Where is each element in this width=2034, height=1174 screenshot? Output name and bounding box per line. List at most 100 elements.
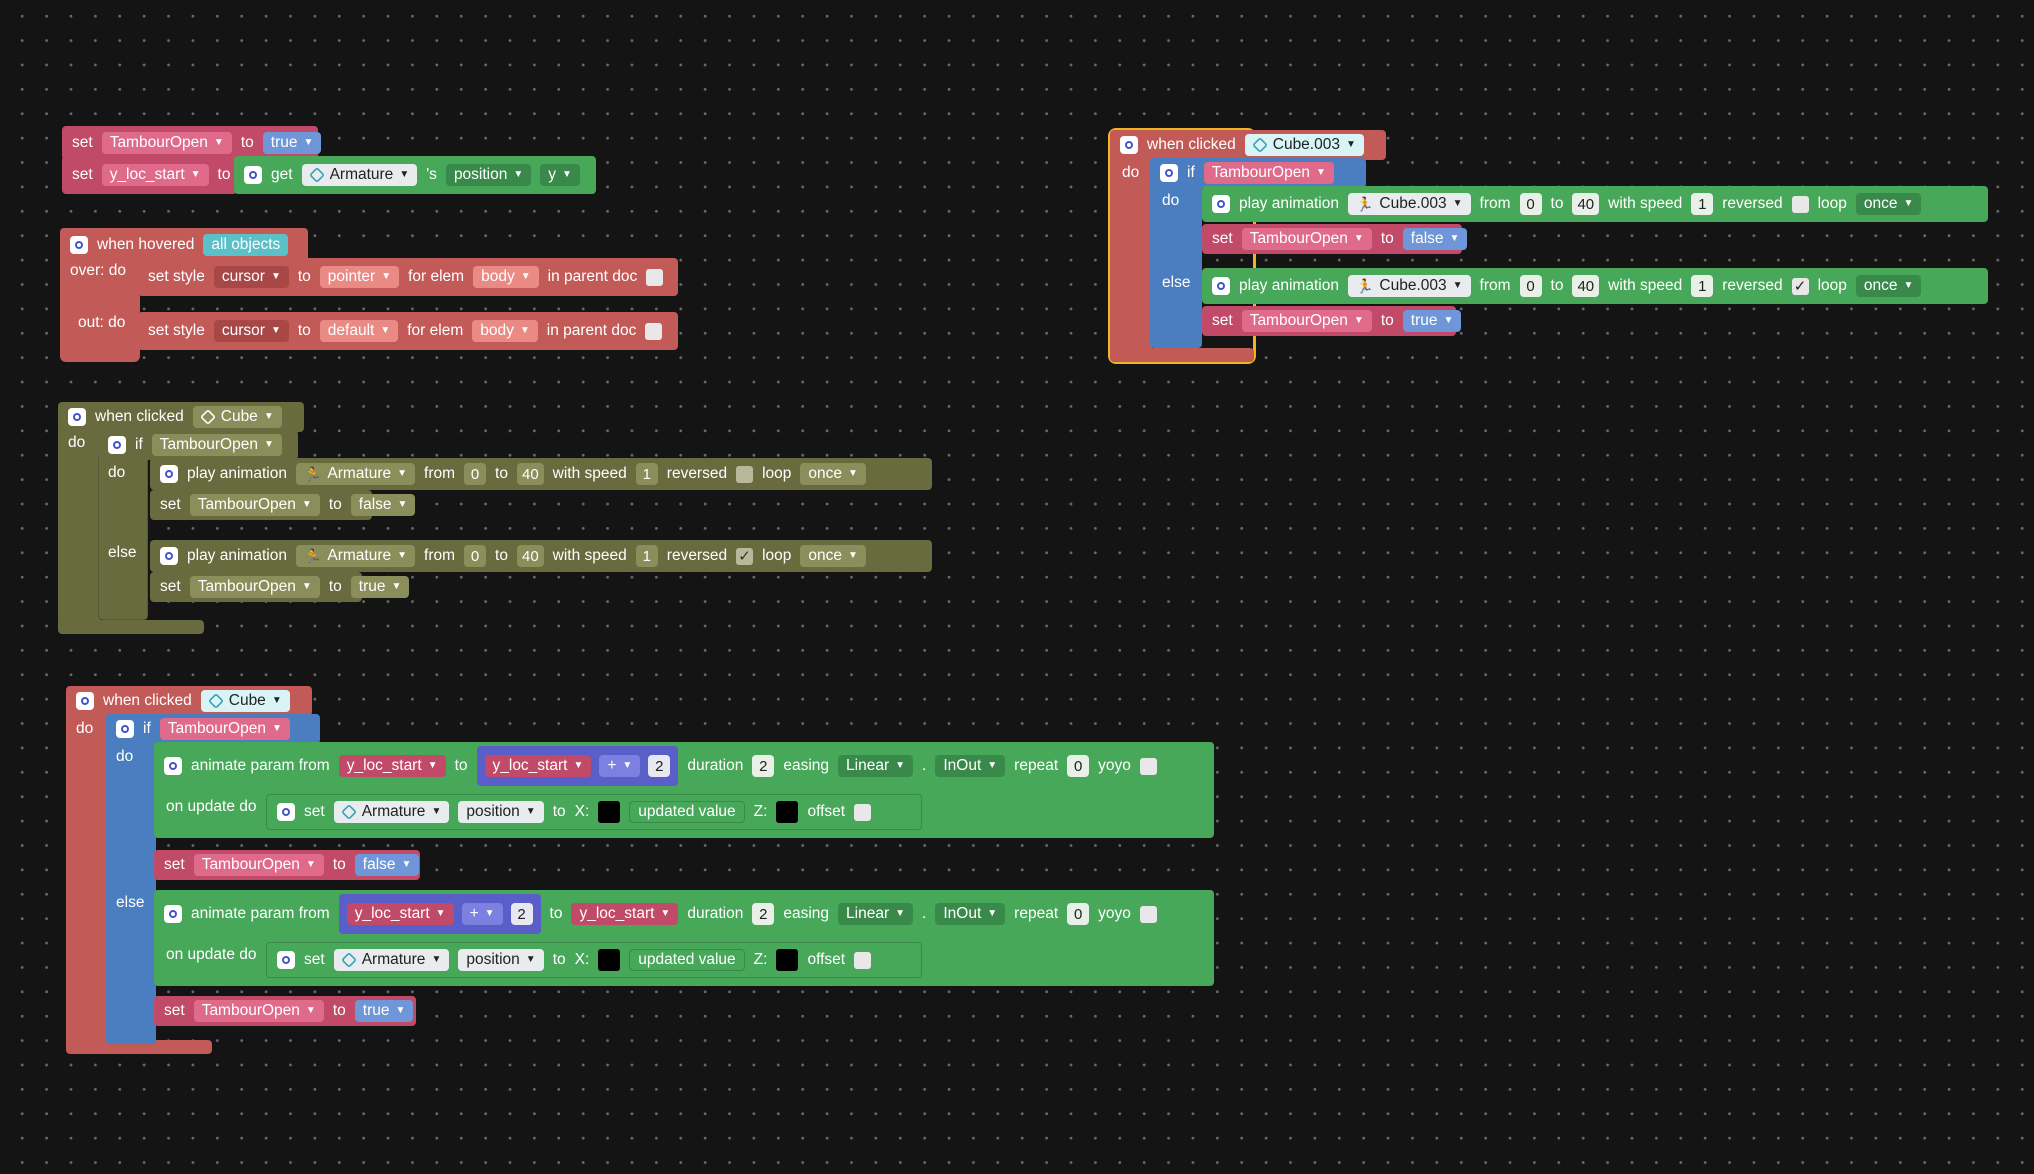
reversed-checkbox[interactable] — [736, 465, 754, 483]
variable-dropdown-y-loc-start[interactable]: y_loc_start▼ — [484, 755, 592, 777]
property-dropdown-position[interactable]: position▼ — [445, 164, 532, 186]
set-position-block[interactable]: set Armature▼ position▼ to X: updated va… — [266, 942, 922, 978]
animate-param-block[interactable]: animate param from y_loc_start▼ to y_loc… — [154, 742, 1214, 790]
easing-mode-dropdown-inout[interactable]: InOut▼ — [935, 755, 1006, 777]
to-frame-input[interactable]: 40 — [516, 463, 544, 485]
gear-icon[interactable] — [277, 951, 295, 969]
empty-z-input[interactable] — [776, 949, 799, 971]
operator-dropdown-plus[interactable]: +▼ — [599, 755, 641, 777]
gear-icon[interactable] — [164, 757, 182, 775]
set-tambour-open-false-block[interactable]: set TambourOpen▼ to false▼ — [154, 850, 420, 880]
gear-icon[interactable] — [108, 436, 126, 454]
play-animation-reversed-block[interactable]: play animation 🏃Armature▼ from 0 to 40 w… — [150, 540, 932, 572]
loop-dropdown-once[interactable]: once▼ — [800, 545, 866, 567]
object-dropdown-armature[interactable]: 🏃Armature▼ — [295, 463, 416, 485]
if-header[interactable]: if TambourOpen▼ — [1150, 158, 1366, 188]
set-tambour-open-false-block[interactable]: set TambourOpen▼ to false▼ — [1202, 224, 1468, 254]
repeat-input[interactable]: 0 — [1067, 903, 1090, 925]
cursor-value-default[interactable]: default▼ — [319, 320, 399, 342]
variable-dropdown-y-loc-start[interactable]: y_loc_start▼ — [101, 164, 209, 186]
variable-dropdown-tambour-open[interactable]: TambourOpen▼ — [189, 494, 320, 516]
empty-z-input[interactable] — [776, 801, 799, 823]
object-dropdown-armature[interactable]: Armature▼ — [301, 164, 418, 186]
set-tambour-open-true-block[interactable]: set TambourOpen▼ to true▼ — [1202, 306, 1462, 336]
variable-dropdown-tambour-open[interactable]: TambourOpen▼ — [1203, 162, 1334, 184]
gear-icon[interactable] — [160, 547, 178, 565]
easing-dropdown-linear[interactable]: Linear▼ — [838, 755, 914, 777]
target-all-objects[interactable]: all objects — [203, 234, 289, 256]
set-style-default-block[interactable]: set style cursor▼ to default▼ for elem b… — [138, 312, 678, 350]
object-dropdown-cube003[interactable]: 🏃Cube.003▼ — [1347, 275, 1471, 297]
elem-dropdown-body[interactable]: body▼ — [472, 320, 538, 342]
gear-icon[interactable] — [1212, 195, 1230, 213]
repeat-input[interactable]: 0 — [1067, 755, 1090, 777]
variable-dropdown-tambour-open[interactable]: TambourOpen▼ — [193, 854, 324, 876]
style-dropdown-cursor[interactable]: cursor▼ — [213, 266, 289, 288]
when-clicked-header[interactable]: when clicked Cube▼ — [66, 686, 312, 716]
object-dropdown-cube003[interactable]: Cube.003▼ — [1244, 134, 1364, 156]
yoyo-checkbox[interactable] — [1139, 757, 1157, 775]
set-tambour-open-true-block[interactable]: set TambourOpen▼ to true▼ — [150, 572, 410, 602]
gear-icon[interactable] — [116, 720, 134, 738]
when-hovered-block[interactable]: when hovered all objects over: do out: d… — [60, 228, 680, 362]
boolean-dropdown-true[interactable]: true▼ — [350, 576, 410, 598]
play-animation-reversed-block[interactable]: play animation 🏃Cube.003▼ from 0 to 40 w… — [1202, 268, 1988, 304]
object-dropdown-armature[interactable]: Armature▼ — [333, 801, 450, 823]
if-header[interactable]: if TambourOpen▼ — [98, 430, 298, 460]
yoyo-checkbox[interactable] — [1139, 905, 1157, 923]
boolean-dropdown-false[interactable]: false▼ — [1402, 228, 1468, 250]
gear-icon[interactable] — [76, 692, 94, 710]
to-frame-input[interactable]: 40 — [1572, 275, 1600, 297]
when-clicked-header[interactable]: when clicked Cube.003▼ — [1110, 130, 1386, 160]
when-clicked-cube-block[interactable]: when clicked Cube▼ do if TambourOpen▼ do… — [66, 686, 1214, 1054]
object-dropdown-cube003[interactable]: 🏃Cube.003▼ — [1347, 193, 1471, 215]
when-clicked-header[interactable]: when clicked Cube▼ — [58, 402, 304, 432]
boolean-dropdown-true[interactable]: true▼ — [262, 132, 322, 154]
play-animation-block[interactable]: play animation 🏃Cube.003▼ from 0 to 40 w… — [1202, 186, 1988, 222]
variable-dropdown-tambour-open[interactable]: TambourOpen▼ — [159, 718, 290, 740]
property-dropdown-position[interactable]: position▼ — [458, 949, 544, 971]
speed-input[interactable]: 1 — [635, 463, 658, 485]
property-dropdown-position[interactable]: position▼ — [458, 801, 544, 823]
when-clicked-cube003-block[interactable]: when clicked Cube.003▼ do if TambourOpen… — [1108, 128, 1990, 366]
set-y-loc-start-block[interactable]: set y_loc_start▼ to — [62, 156, 237, 194]
style-dropdown-cursor[interactable]: cursor▼ — [213, 320, 289, 342]
empty-x-input[interactable] — [598, 949, 621, 971]
get-position-block[interactable]: get Armature▼ 's position▼ y▼ — [234, 156, 596, 194]
to-frame-input[interactable]: 40 — [1572, 193, 1600, 215]
variable-dropdown-tambour-open[interactable]: TambourOpen▼ — [101, 132, 232, 154]
gear-icon[interactable] — [68, 408, 86, 426]
duration-input[interactable]: 2 — [752, 903, 775, 925]
offset-checkbox[interactable] — [854, 951, 872, 969]
gear-icon[interactable] — [1212, 277, 1230, 295]
math-add-block[interactable]: y_loc_start▼ +▼ 2 — [338, 894, 541, 934]
reversed-checkbox-checked[interactable]: ✓ — [736, 547, 754, 565]
animate-param-block[interactable]: animate param from y_loc_start▼ +▼ 2 to … — [154, 890, 1214, 938]
cursor-value-pointer[interactable]: pointer▼ — [319, 266, 400, 288]
loop-dropdown-once[interactable]: once▼ — [800, 463, 866, 485]
set-tambour-open-true-block[interactable]: set TambourOpen▼ to true▼ — [154, 996, 416, 1026]
easing-mode-dropdown-inout[interactable]: InOut▼ — [935, 903, 1006, 925]
operator-dropdown-plus[interactable]: +▼ — [461, 903, 503, 925]
variable-dropdown-y-loc-start[interactable]: y_loc_start▼ — [346, 903, 454, 925]
gear-icon[interactable] — [70, 236, 88, 254]
gear-icon[interactable] — [1120, 136, 1138, 154]
set-tambour-open-block[interactable]: set TambourOpen▼ to true▼ — [62, 126, 322, 160]
gear-icon[interactable] — [244, 166, 262, 184]
loop-dropdown-once[interactable]: once▼ — [1855, 193, 1922, 215]
updated-value-block[interactable]: updated value — [629, 949, 745, 971]
variable-dropdown-y-loc-start[interactable]: y_loc_start▼ — [338, 755, 446, 777]
updated-value-block[interactable]: updated value — [629, 801, 745, 823]
parent-doc-checkbox[interactable] — [645, 322, 663, 340]
set-style-pointer-block[interactable]: set style cursor▼ to pointer▼ for elem b… — [138, 258, 678, 296]
from-frame-input[interactable]: 0 — [464, 545, 487, 567]
math-add-block[interactable]: y_loc_start▼ +▼ 2 — [476, 746, 679, 786]
boolean-dropdown-false[interactable]: false▼ — [354, 854, 420, 876]
addend-input[interactable]: 2 — [648, 755, 671, 777]
from-frame-input[interactable]: 0 — [1519, 275, 1542, 297]
set-position-block[interactable]: set Armature▼ position▼ to X: updated va… — [266, 794, 922, 830]
speed-input[interactable]: 1 — [635, 545, 658, 567]
easing-dropdown-linear[interactable]: Linear▼ — [838, 903, 914, 925]
offset-checkbox[interactable] — [854, 803, 872, 821]
